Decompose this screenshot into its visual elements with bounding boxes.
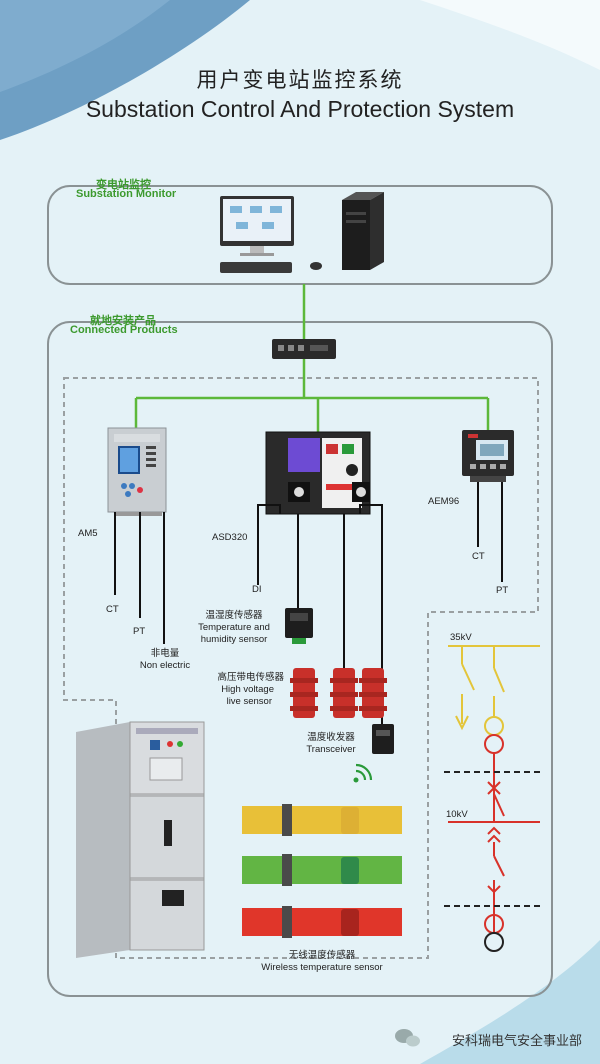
pc-tower-icon (342, 192, 384, 270)
pc-monitor-icon (220, 196, 294, 256)
products-section-label-cn: 就地安装产品 (90, 314, 156, 327)
wireless-temp-bar-yellow (242, 804, 402, 836)
corner-wave-bottom-right (420, 940, 600, 1064)
transceiver-label-en: Transceiver (306, 744, 356, 755)
high-voltage-sensor-icon (290, 668, 387, 718)
aem96-label: AEM96 (428, 496, 460, 507)
aem96-device-icon (462, 430, 514, 482)
ct-left-label: CT (106, 604, 119, 615)
pt-left-label: PT (133, 626, 146, 637)
wireless-temp-label-en: Wireless temperature sensor (261, 962, 383, 973)
products-section-label-en: Connected Products (70, 324, 178, 336)
wireless-signal-icon (353, 763, 373, 783)
busbar-35kv-label: 35kV (450, 632, 472, 643)
wechat-logo-icon (395, 1029, 420, 1047)
am5-label: AM5 (78, 528, 98, 539)
high-voltage-label-en1: High voltage (221, 684, 274, 695)
di-label: DI (252, 584, 262, 595)
footer-brand: 安科瑞电气安全事业部 (451, 1034, 582, 1049)
page-title-cn: 用户变电站监控系统 (196, 68, 404, 92)
products-section-frame (47, 321, 553, 997)
temp-humidity-label-cn: 温湿度传感器 (205, 610, 263, 621)
ct-right-label: CT (472, 551, 485, 562)
gateway-device-icon (272, 339, 336, 359)
am5-device-icon (107, 427, 167, 516)
wireless-temp-bar-green (242, 854, 402, 886)
dashed-enclosure (63, 377, 539, 959)
single-line-schematic (448, 645, 540, 952)
wireless-temp-label-cn: 无线温度传感器 (288, 950, 356, 961)
temp-humidity-sensor-icon (285, 608, 313, 644)
keyboard-icon (220, 262, 292, 273)
page-title-en: Substation Control And Protection System (85, 96, 515, 122)
non-electric-label-cn: 非电量 (150, 648, 180, 659)
temp-humidity-label-en1: Temperature and (198, 622, 270, 633)
high-voltage-label-en2: live sensor (226, 696, 272, 707)
non-electric-label-en: Non electric (139, 660, 191, 671)
temp-humidity-label-en2: humidity sensor (200, 634, 268, 645)
monitor-section-label-en: Substation Monitor (76, 188, 177, 200)
high-voltage-label-cn: 高压带电传感器 (217, 672, 284, 683)
asd320-device-icon (265, 431, 371, 515)
pt-right-label: PT (496, 585, 509, 596)
asd320-label: ASD320 (212, 532, 248, 543)
monitor-section-frame (47, 185, 553, 285)
transceiver-icon (372, 724, 394, 754)
corner-wave-inner (0, 0, 170, 92)
transceiver-label-cn: 温度收发器 (307, 732, 355, 743)
mouse-icon (310, 262, 322, 270)
switchgear-cabinet-icon (76, 721, 205, 958)
wireless-temp-bar-red (242, 906, 402, 938)
corner-wave-top-right (420, 0, 600, 70)
monitor-section-label-cn: 变电站监控 (96, 178, 151, 191)
busbar-10kv-label: 10kV (446, 809, 468, 820)
